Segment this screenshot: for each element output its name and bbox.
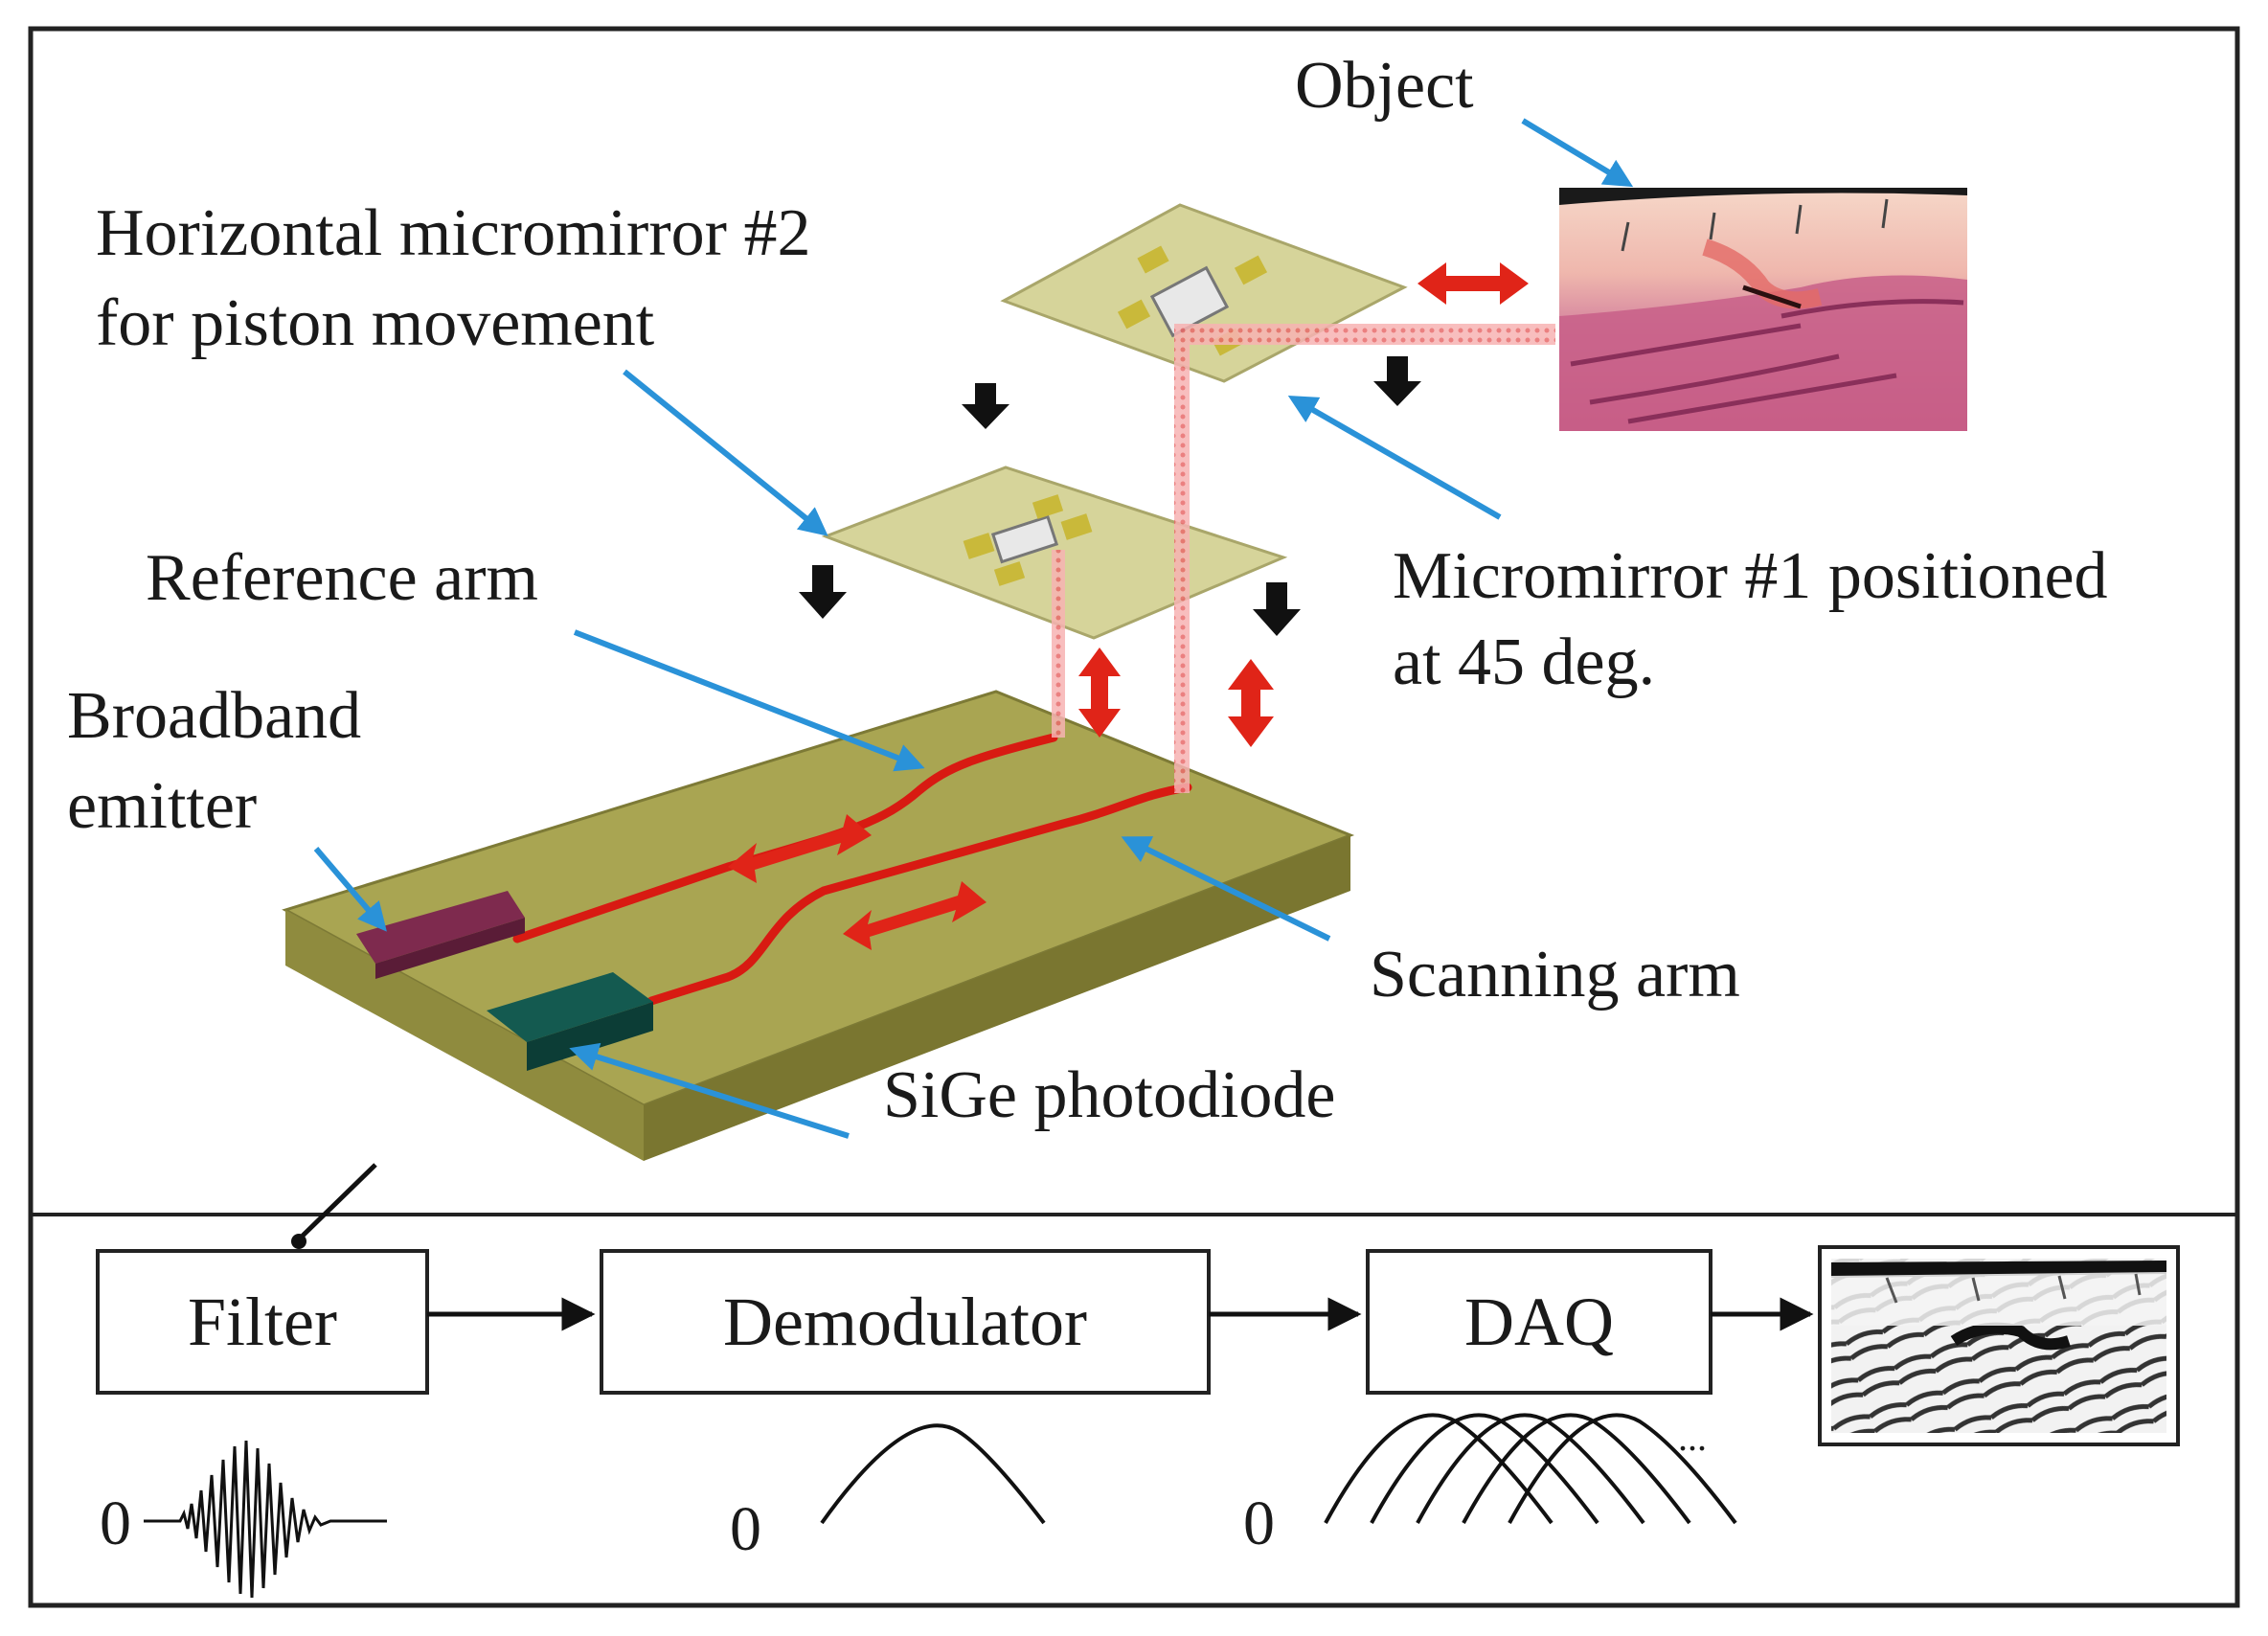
demodulator-box	[600, 1249, 1211, 1395]
daq-signal: 0 ...	[1243, 1413, 1737, 1558]
broadband-emitter-label-line2: emitter	[67, 769, 257, 843]
outer-frame	[28, 26, 2240, 1608]
demod-signal-zero: 0	[730, 1494, 761, 1564]
filter-signal: 0	[100, 1440, 387, 1599]
filter-signal-zero: 0	[100, 1488, 131, 1558]
daq-box	[1366, 1249, 1712, 1395]
demodulator-label: Demodulator	[723, 1284, 1087, 1360]
micromirror-1-label-line1: Micromirror #1 positioned	[1393, 539, 2108, 613]
callout-arrows	[313, 118, 1634, 1139]
daq-label: DAQ	[1464, 1284, 1614, 1360]
downward-arrows	[799, 356, 1421, 636]
oct-output-image	[1818, 1245, 2180, 1446]
pipeline: Filter Demodulator DAQ	[96, 1245, 2180, 1446]
daq-signal-zero: 0	[1243, 1488, 1275, 1558]
filter-box	[96, 1249, 429, 1395]
broadband-emitter-label-line1: Broadband	[67, 679, 361, 753]
object-tissue-image	[1559, 188, 1967, 431]
demodulator-signal: 0	[730, 1423, 1046, 1564]
filter-label: Filter	[188, 1284, 337, 1360]
chip-to-filter-line	[301, 1163, 377, 1238]
piston-arrows	[1078, 262, 1529, 747]
sige-photodiode-label: SiGe photodiode	[883, 1058, 1335, 1132]
broadband-emitter	[356, 891, 525, 979]
micromirror-1-label-line2: at 45 deg.	[1393, 625, 1655, 699]
reference-arm-label: Reference arm	[146, 541, 538, 615]
chip-light-arrows	[728, 814, 987, 950]
scanning-arm-label: Scanning arm	[1370, 938, 1740, 1011]
light-beams	[1052, 324, 1555, 793]
sige-photodiode	[487, 972, 653, 1071]
micromirror-2-label-line1: Horizontal micromirror #2	[96, 196, 810, 270]
object-label: Object	[1295, 49, 1474, 123]
chip-to-filter-dot	[291, 1234, 306, 1249]
micromirror-2-label-line2: for piston movement	[96, 286, 655, 360]
daq-signal-ellipsis: ...	[1678, 1416, 1707, 1459]
micromirror-1	[1000, 203, 1408, 383]
